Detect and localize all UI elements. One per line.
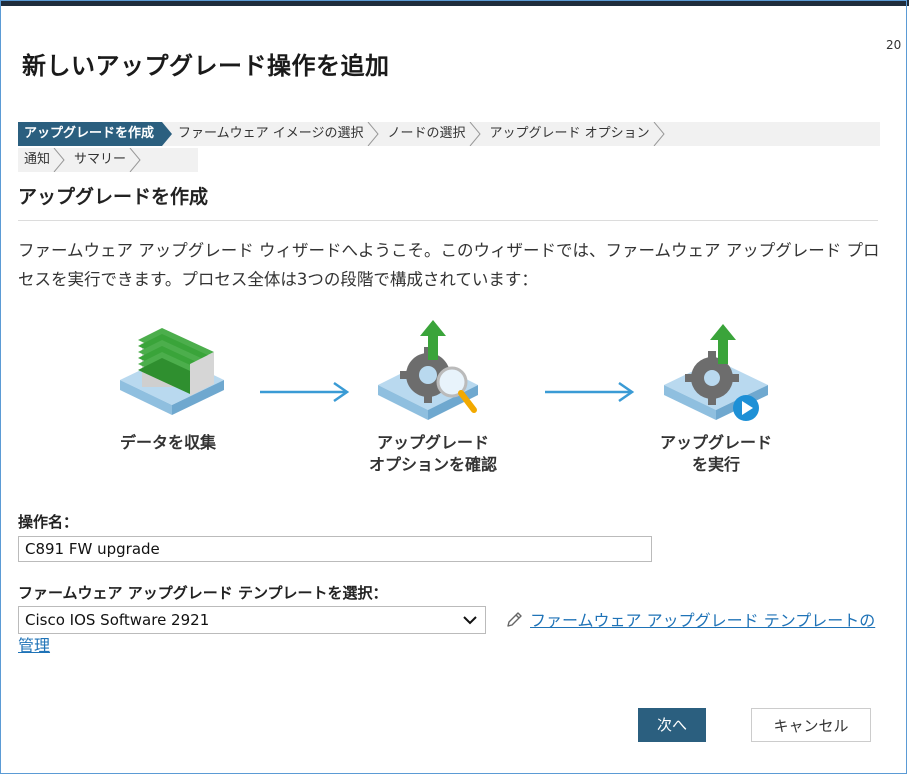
chevron-down-icon xyxy=(463,616,477,625)
wizard-step-summary[interactable]: サマリー xyxy=(68,148,144,172)
stage-1-line1: データを収集 xyxy=(119,433,216,452)
chevron-right-icon xyxy=(129,148,141,172)
cancel-button[interactable]: キャンセル xyxy=(751,708,871,742)
chevron-right-icon xyxy=(154,122,173,146)
data-stack-icon xyxy=(120,328,224,415)
stage-2-caption: アップグレード オプションを確認 xyxy=(348,432,518,476)
wizard-step-label: ファームウェア イメージの選択 xyxy=(178,126,364,141)
corner-text: 20 xyxy=(886,38,902,52)
wizard-steps-row2: 通知 サマリー xyxy=(18,148,198,172)
dialog-title: 新しいアップグレード操作を追加 xyxy=(22,52,390,80)
wizard-step-label: 通知 xyxy=(24,152,51,167)
wizard-step-nodes[interactable]: ノードの選択 xyxy=(382,122,484,146)
wizard-step-create[interactable]: アップグレードを作成 xyxy=(18,122,173,146)
operation-name-label: 操作名： xyxy=(18,513,79,531)
wizard-step-options[interactable]: アップグレード オプション xyxy=(484,122,668,146)
wizard-step-label: アップグレードを作成 xyxy=(24,126,155,141)
top-bar xyxy=(0,0,909,6)
stage-3-caption: アップグレード を実行 xyxy=(636,432,796,476)
pencil-icon xyxy=(507,612,522,627)
chevron-right-icon xyxy=(469,122,481,146)
stages-illustration xyxy=(120,320,768,421)
section-title: アップグレードを作成 xyxy=(18,186,209,208)
section-divider xyxy=(18,220,878,221)
intro-text: ファームウェア アップグレード ウィザードへようこそ。このウィザードでは、ファー… xyxy=(18,241,880,289)
stage-2-line1: アップグレード xyxy=(376,433,489,452)
chevron-right-icon xyxy=(53,148,65,172)
stage-3-line1: アップグレード xyxy=(659,433,772,452)
wizard-step-label: サマリー xyxy=(74,152,127,167)
stage-2-line2: オプションを確認 xyxy=(368,455,497,474)
chevron-right-icon xyxy=(653,122,665,146)
template-label: ファームウェア アップグレード テンプレートを選択： xyxy=(18,584,388,602)
wizard-steps-row1: アップグレードを作成 ファームウェア イメージの選択 ノードの選択 アップグレー… xyxy=(18,122,880,146)
gear-play-upgrade-icon xyxy=(664,324,768,421)
chevron-right-icon xyxy=(367,122,379,146)
stage-3-line2: を実行 xyxy=(691,455,740,474)
wizard-step-label: ノードの選択 xyxy=(387,126,466,141)
operation-name-input[interactable]: C891 FW upgrade xyxy=(18,536,652,562)
wizard-step-image[interactable]: ファームウェア イメージの選択 xyxy=(172,122,381,146)
wizard-step-label: アップグレード オプション xyxy=(489,126,650,141)
template-selected-value: Cisco IOS Software 2921 xyxy=(25,611,210,629)
wizard-step-notification[interactable]: 通知 xyxy=(18,148,68,172)
stage-1-caption: データを収集 xyxy=(98,432,238,454)
next-button[interactable]: 次へ xyxy=(638,708,706,742)
gear-search-upgrade-icon xyxy=(378,320,478,420)
template-select[interactable]: Cisco IOS Software 2921 xyxy=(18,606,486,634)
manage-templates-link[interactable]: ファームウェア アップグレード テンプレートの管理 xyxy=(18,611,876,655)
